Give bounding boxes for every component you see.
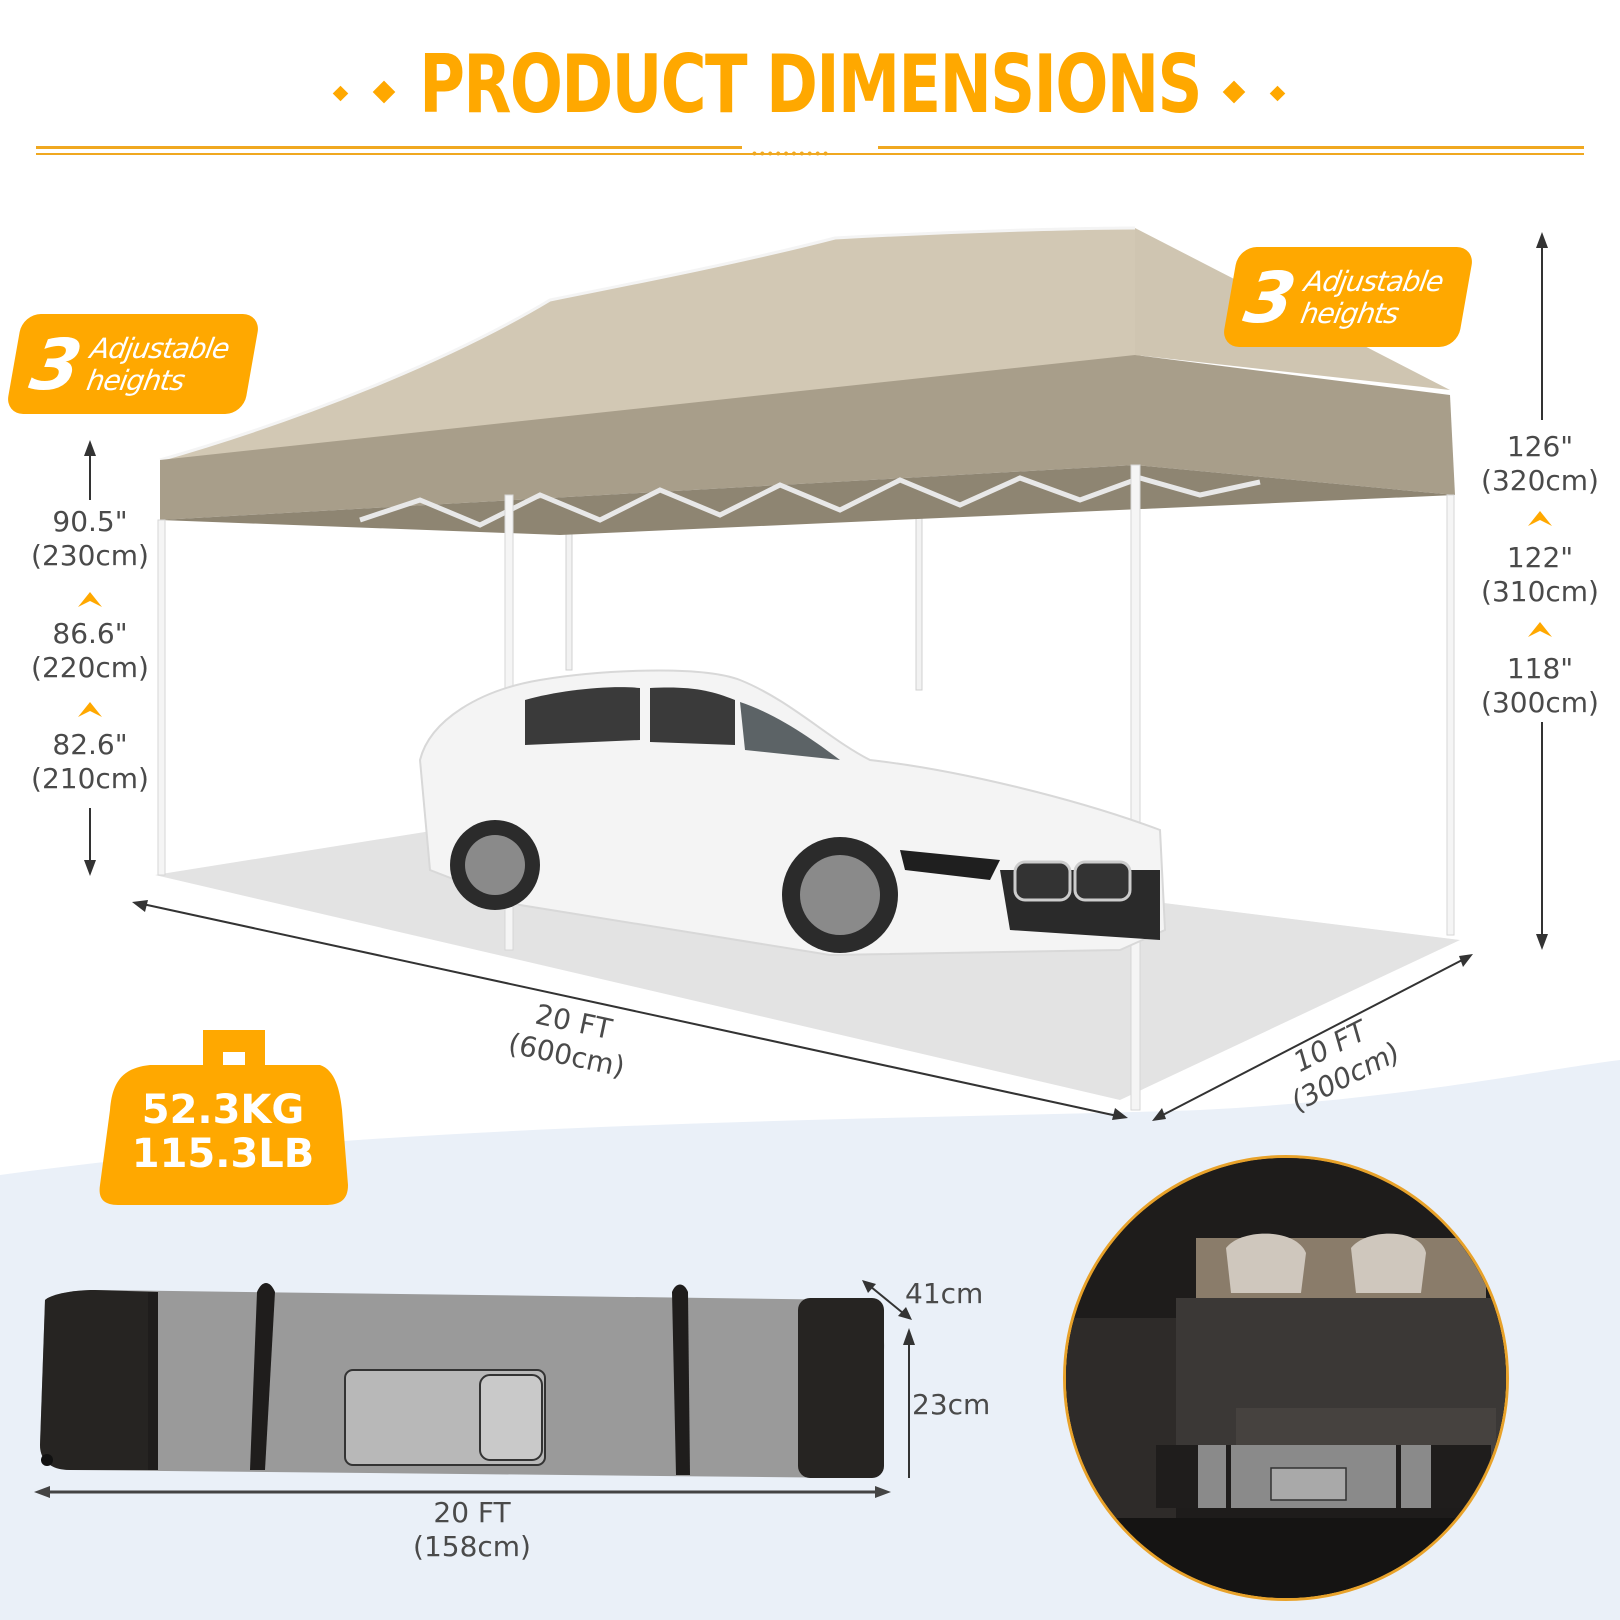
bag-length-cm: (158cm) xyxy=(413,1530,531,1563)
height-cm: (300cm) xyxy=(1481,686,1599,719)
adjustable-heights-badge-right: 3 Adjustable heights xyxy=(1221,247,1475,347)
leg-height-220: 86.6" (220cm) xyxy=(10,617,170,685)
badge-number: 3 xyxy=(1238,257,1302,339)
badge-line2: heights xyxy=(1298,297,1401,330)
height-inches: 90.5" xyxy=(52,505,128,538)
divider-line xyxy=(36,146,742,149)
carry-bag-illustration xyxy=(34,1280,915,1498)
divider-dots: •••••••••• xyxy=(752,145,832,161)
badge-line1: Adjustable xyxy=(87,332,232,365)
leg-height-210: 82.6" (210cm) xyxy=(10,728,170,796)
weight-kg: 52.3KG xyxy=(141,1087,305,1133)
height-inches: 122" xyxy=(1506,541,1574,574)
divider-line xyxy=(878,146,1584,149)
height-cm: (310cm) xyxy=(1481,575,1599,608)
badge-number: 3 xyxy=(24,324,88,406)
trunk-illustration xyxy=(1066,1158,1506,1598)
adjustable-heights-badge-left: 3 Adjustable heights xyxy=(5,314,261,414)
badge-line2: heights xyxy=(84,364,187,397)
leg-height-230: 90.5" (230cm) xyxy=(10,505,170,573)
car-illustration xyxy=(418,669,1167,957)
height-cm: (210cm) xyxy=(31,762,149,795)
height-cm: (320cm) xyxy=(1481,464,1599,497)
height-cm: (220cm) xyxy=(31,651,149,684)
divider-line xyxy=(36,153,1584,155)
height-inches: 86.6" xyxy=(52,617,128,650)
height-inches: 118" xyxy=(1506,652,1574,685)
page-title: PRODUCT DIMENSIONS xyxy=(419,38,1202,131)
bag-depth-label: 41cm xyxy=(905,1277,984,1310)
peak-height-300: 118" (300cm) xyxy=(1460,652,1620,720)
peak-height-310: 122" (310cm) xyxy=(1460,541,1620,609)
height-cm: (230cm) xyxy=(31,539,149,572)
height-inches: 126" xyxy=(1506,430,1574,463)
bag-length-ft: 20 FT xyxy=(433,1496,511,1529)
header: PRODUCT DIMENSIONS xyxy=(0,40,1620,130)
weight-lb: 115.3LB xyxy=(131,1131,315,1177)
peak-height-320: 126" (320cm) xyxy=(1460,430,1620,498)
height-inches: 82.6" xyxy=(52,728,128,761)
bag-length-label: 20 FT (158cm) xyxy=(392,1496,552,1564)
car-trunk-photo xyxy=(1063,1155,1509,1601)
bag-height-label: 23cm xyxy=(912,1388,991,1421)
badge-line1: Adjustable xyxy=(1301,265,1446,298)
weight-badge: 52.3KG 115.3LB xyxy=(98,1040,348,1210)
